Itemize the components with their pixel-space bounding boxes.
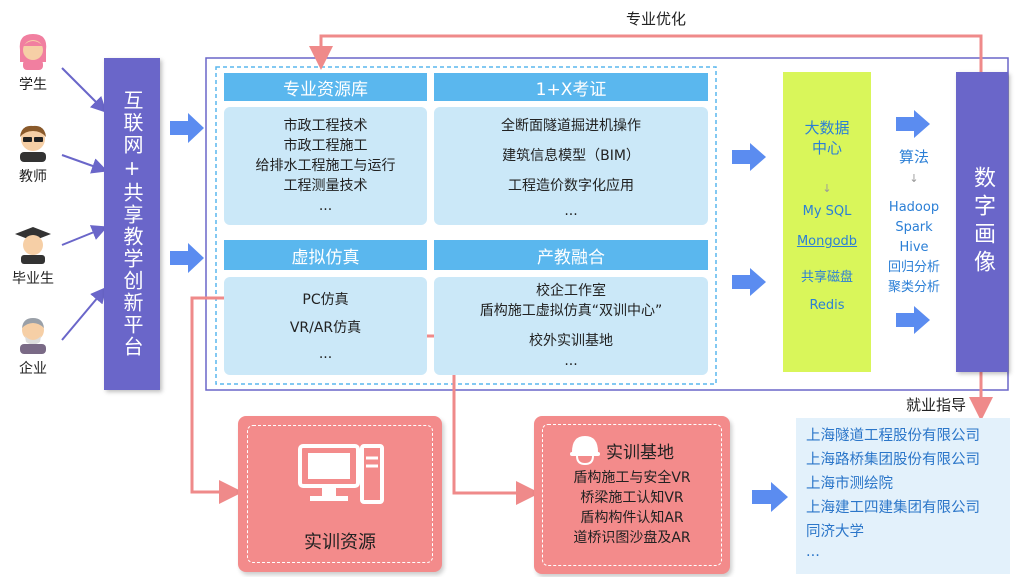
actor-teacher: 教师	[0, 122, 68, 186]
actor-connectors	[61, 67, 108, 341]
industry-edu-header: 产教融合	[434, 240, 708, 270]
list-item: 共享磁盘	[800, 270, 853, 285]
actor-label: 企业	[19, 361, 47, 377]
list-item: 建筑信息模型（BIM）	[502, 148, 640, 164]
list-item: ...	[564, 203, 578, 219]
industry-edu-panel: 校企工作室 盾构施工虚拟仿真“双训中心” 校外实训基地 ...	[434, 277, 708, 375]
certification-header: 1+X考证	[434, 73, 708, 101]
arrow-right-icon	[752, 482, 788, 512]
list-item: 聚类分析	[887, 280, 940, 295]
training-resource-card: 实训资源	[238, 416, 442, 572]
list-item: PC仿真	[302, 292, 349, 308]
arrow-right-icon	[170, 113, 204, 143]
list-item: 上海路桥集团股份有限公司	[806, 452, 980, 468]
certification-panel: 全断面隧道掘进机操作 建筑信息模型（BIM） 工程造价数字化应用 ...	[434, 107, 708, 225]
actor-graduate: 毕业生	[0, 224, 68, 288]
platform-frame	[205, 57, 1009, 391]
arrow-right-icon	[896, 306, 930, 334]
resource-library-header: 专业资源库	[224, 73, 427, 101]
list-item: 上海建工四建集团有限公司	[806, 500, 980, 516]
training-resource-label: 实训资源	[304, 532, 376, 553]
list-item: 市政工程技术	[283, 118, 368, 134]
employment-list: 上海隧道工程股份有限公司 上海路桥集团股份有限公司 上海市测绘院 上海建工四建集…	[796, 418, 1010, 574]
optimization-label: 专业优化	[626, 10, 687, 28]
enterprise-icon	[20, 318, 46, 354]
list-item: 同济大学	[806, 524, 864, 540]
list-item: 回归分析	[887, 260, 940, 275]
algorithm-column: 算法 ↓ Hadoop Spark Hive 回归分析 聚类分析	[880, 72, 948, 372]
bigdata-center: 大数据中心 ↓ My SQL Mongodb 共享磁盘 Redis	[783, 72, 871, 372]
virtual-sim-header: 虚拟仿真	[224, 240, 427, 270]
optimization-loop-arrow	[309, 34, 983, 72]
actor-label: 教师	[19, 169, 47, 185]
list-item: ...	[806, 544, 820, 560]
list-item: 上海隧道工程股份有限公司	[806, 428, 980, 444]
virtual-sim-panel: PC仿真 VR/AR仿真 ...	[224, 277, 427, 375]
list-item: 盾构构件认知AR	[580, 510, 684, 526]
list-item: 上海市测绘院	[806, 476, 893, 492]
list-item: Hadoop	[888, 200, 940, 215]
arrow-right-icon	[732, 268, 766, 296]
list-item: 工程造价数字化应用	[508, 178, 634, 194]
list-item: ...	[318, 198, 333, 214]
down-arrow-icon: ↓	[909, 172, 919, 185]
actor-student: 学生	[0, 30, 68, 94]
list-item: Mongodb	[796, 234, 858, 249]
actor-label: 毕业生	[12, 271, 54, 287]
platform-bar: 互联网+共享教学创新平台	[104, 58, 160, 390]
resource-library-panel: 市政工程技术 市政工程施工 给排水工程施工与运行 工程测量技术 ...	[224, 107, 427, 225]
graduate-icon	[15, 227, 51, 264]
platform-label: 互联网+共享教学创新平台	[120, 90, 144, 358]
portrait-label: 数字画像	[970, 166, 995, 278]
list-item: 校外实训基地	[529, 333, 613, 349]
list-item: 盾构施工虚拟仿真“双训中心”	[479, 303, 663, 319]
arrow-right-icon	[170, 243, 204, 273]
employment-label: 就业指导	[906, 396, 967, 414]
algorithm-title: 算法	[898, 148, 929, 166]
list-item: 盾构施工与安全VR	[573, 470, 691, 486]
list-item: Redis	[809, 298, 845, 313]
list-item: 道桥识图沙盘及AR	[573, 530, 691, 546]
list-item: 工程测量技术	[283, 178, 368, 194]
training-base-card: 实训基地 盾构施工与安全VR 桥梁施工认知VR 盾构构件认知AR 道桥识图沙盘及…	[534, 416, 730, 574]
list-item: Spark	[895, 220, 933, 235]
helmet-icon	[570, 436, 600, 466]
actor-label: 学生	[19, 77, 47, 93]
list-item: 全断面隧道掘进机操作	[501, 118, 641, 134]
list-item: Hive	[899, 240, 929, 255]
list-item: 桥梁施工认知VR	[580, 490, 684, 506]
actor-enterprise: 企业	[0, 314, 68, 378]
computer-icon	[298, 444, 384, 504]
arrow-right-icon	[896, 110, 930, 138]
training-base-title: 实训基地	[606, 443, 674, 463]
list-item: My SQL	[802, 204, 852, 219]
student-icon	[19, 34, 47, 70]
digital-portrait-bar: 数字画像	[956, 72, 1008, 372]
list-item: ...	[564, 353, 578, 369]
arrow-right-icon	[732, 143, 766, 171]
resource-dashed-frame	[215, 66, 717, 385]
bigdata-title: 大数据中心	[804, 119, 850, 157]
list-item: 市政工程施工	[283, 138, 368, 154]
list-item: 校企工作室	[536, 283, 606, 299]
list-item: ...	[318, 346, 333, 362]
list-item: VR/AR仿真	[289, 320, 362, 336]
training-base-list: 盾构施工与安全VR 桥梁施工认知VR 盾构构件认知AR 道桥识图沙盘及AR	[534, 468, 730, 548]
teacher-icon	[20, 125, 46, 162]
list-item: 给排水工程施工与运行	[255, 158, 396, 174]
down-arrow-icon: ↓	[822, 182, 832, 195]
